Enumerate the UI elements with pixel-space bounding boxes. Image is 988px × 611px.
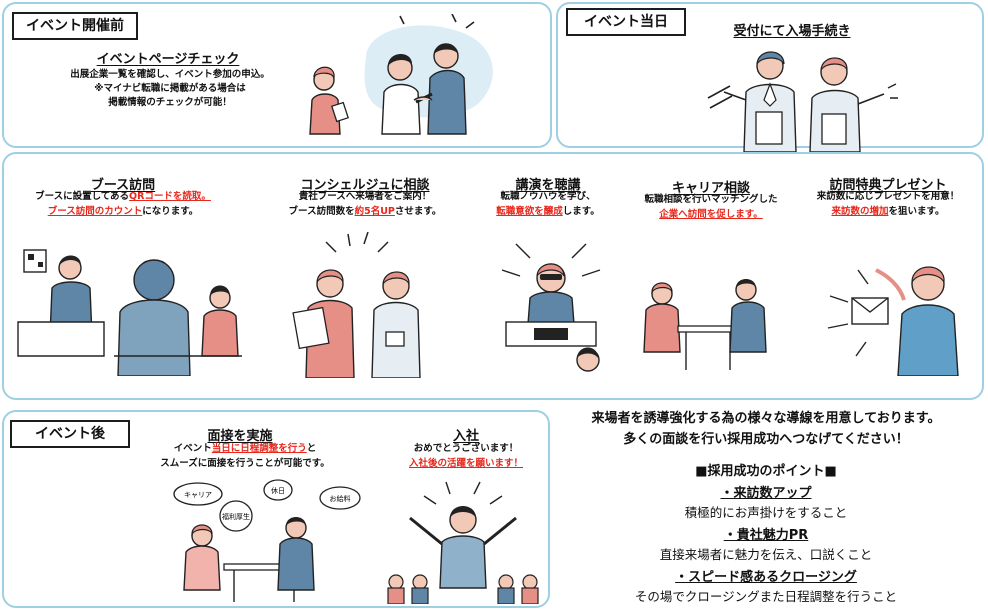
interview-desc-2: スムーズに面接を行うことが可能です。 (160, 458, 330, 469)
illustration-handshake-group (309, 14, 493, 135)
visit-gift-title: 訪問特典プレゼント (829, 178, 947, 193)
lecture-title: 講演を聴講 (515, 178, 581, 193)
point-3-desc: その場でクロージングまた日程調整を行うこと (634, 589, 898, 604)
point-1-head: ・来訪数アップ (720, 486, 812, 501)
point-2-desc: 直接来場者に魅力を伝え、口説くこと (659, 547, 873, 562)
concierge-desc-1: 貴社ブースへ来場者をご案内！ (298, 191, 432, 202)
event-page-check-title: イベントページチェック (96, 52, 240, 67)
lecture-desc-2: 転職意欲を醸成します。 (496, 206, 600, 217)
career-consult-desc-1: 転職相談を行いマッチングした (644, 194, 778, 205)
bubble-holiday: 休日 (271, 486, 285, 495)
event-page-check-desc-3: 掲載情報のチェックが可能！ (108, 97, 232, 108)
event-page-check-desc-1: 出展企業一覧を確認し、イベント参加の申込。 (70, 69, 270, 80)
booth-visit-desc-2: ブース訪問のカウントになります。 (47, 206, 199, 217)
reception-title: 受付にて入場手続き (733, 24, 851, 39)
join-desc-2: 入社後の活躍を願います！ (408, 458, 523, 469)
before-event-tag: イベント開催前 (12, 12, 138, 40)
after-event-tag: イベント後 (10, 420, 130, 448)
career-consult-title: キャリア相談 (671, 181, 750, 196)
illustration-gift-present (827, 266, 959, 376)
point-2-head: ・貴社魅力PR (723, 528, 809, 543)
interview-title: 面接を実施 (207, 429, 273, 444)
illustration-booth-visit (17, 249, 242, 376)
intro-line-2: 多くの面談を行い採用成功へつなげてください！ (623, 432, 909, 447)
bubble-salary: お給料 (330, 494, 351, 503)
visit-gift-desc-1: 来訪数に応じプレゼントを用意！ (816, 191, 960, 202)
success-points-block: 来場者を誘導強化する為の様々な導線を用意しております。 多くの面談を行い採用成功… (556, 408, 976, 605)
point-1-desc: 積極的にお声掛けをすること (684, 505, 848, 520)
point-3-head: ・スピード感あるクロージング (675, 570, 857, 585)
intro-line-1: 来場者を誘導強化する為の様々な導線を用意しております。 (591, 411, 941, 426)
bubble-career: キャリア (184, 491, 212, 499)
event-day-tag: イベント当日 (566, 8, 686, 36)
concierge-desc-2: ブース訪問数を約5名UPさせます。 (288, 206, 442, 217)
points-title: ■採用成功のポイント■ (695, 464, 837, 479)
illustration-reception-staff (707, 51, 898, 152)
booth-visit-title: ブース訪問 (90, 178, 156, 193)
booth-visit-desc-1: ブースに設置してあるQRコードを読取。 (35, 191, 211, 202)
illustration-interview: キャリア 福利厚生 休日 お給料 (173, 479, 361, 602)
illustration-career-consult (643, 279, 767, 370)
event-page-check-desc-2: ※マイナビ転職に掲載がある場合は (94, 83, 246, 94)
bubble-welfare: 福利厚生 (222, 512, 250, 521)
lecture-desc-1: 転職ノウハウを学び、 (500, 191, 596, 202)
concierge-title: コンシェルジュに相談 (300, 178, 430, 193)
illustration-concierge (292, 232, 421, 378)
interview-desc-1: イベント当日に日程調整を行うと (173, 443, 317, 454)
visit-gift-desc-2: 来訪数の増加を狙います。 (831, 206, 945, 217)
join-desc-1: おめでとうございます！ (413, 443, 519, 454)
illustration-lecture (501, 243, 601, 372)
join-title: 入社 (452, 429, 479, 444)
career-consult-desc-2: 企業へ訪問を促します。 (659, 209, 763, 220)
illustration-joining-celebration (387, 481, 539, 604)
